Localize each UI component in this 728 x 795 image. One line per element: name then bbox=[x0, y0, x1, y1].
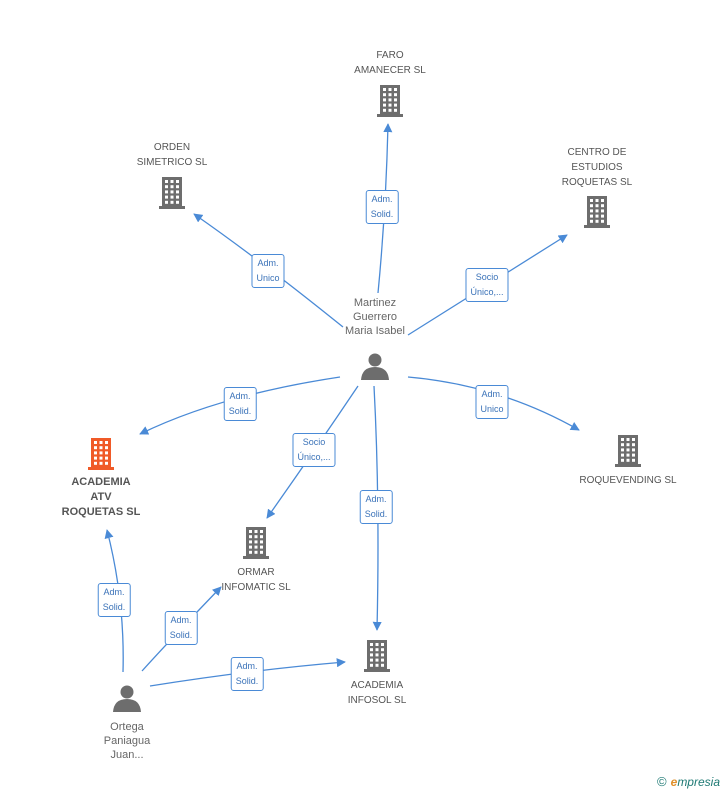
edge-label-line: Solid. bbox=[169, 630, 193, 640]
person-label-line: Martinez bbox=[353, 297, 397, 309]
edge-label-martinez-to-roquevending[interactable]: Adm. Unico bbox=[475, 385, 509, 419]
edge-label-ortega-to-infosol[interactable]: Adm. Solid. bbox=[230, 657, 264, 691]
company-label-line: SIMETRICO SL bbox=[136, 157, 208, 168]
company-label-academia-atv[interactable]: ACADEMIA ATV ROQUETAS SL bbox=[62, 475, 141, 520]
building-icon-academia-atv[interactable] bbox=[88, 438, 114, 470]
company-label-line: ESTUDIOS bbox=[571, 162, 623, 173]
company-label-line: ATV bbox=[90, 491, 112, 503]
brand-e-letter: e bbox=[670, 775, 678, 789]
edge-label-line: Adm. bbox=[371, 194, 393, 204]
company-label-line: ROQUETAS SL bbox=[61, 506, 141, 518]
building-icon-faro[interactable] bbox=[377, 85, 403, 117]
edge-label-line: Adm. bbox=[481, 389, 503, 399]
edge-label-line: Adm. bbox=[103, 587, 125, 597]
edge-label-line: Adm. bbox=[365, 494, 387, 504]
edge-label-line: Adm. bbox=[170, 615, 192, 625]
edge-label-martinez-to-infosol[interactable]: Adm. Solid. bbox=[359, 490, 393, 524]
company-label-line: INFOMATIC SL bbox=[221, 582, 291, 593]
person-label-line: Paniagua bbox=[103, 735, 151, 747]
edge-label-line: Solid. bbox=[370, 209, 394, 219]
person-label-line: Guerrero bbox=[352, 311, 398, 323]
edge-label-martinez-to-orden[interactable]: Adm. Unico bbox=[251, 254, 285, 288]
person-label-line: Maria Isabel bbox=[345, 325, 405, 337]
edge-label-line: Solid. bbox=[235, 676, 259, 686]
company-label-line: ORDEN bbox=[153, 142, 191, 153]
edge-label-line: Unico bbox=[480, 404, 504, 414]
company-label-line: ACADEMIA bbox=[71, 476, 131, 488]
edge-label-ortega-to-ormar[interactable]: Adm. Solid. bbox=[164, 611, 198, 645]
company-label-faro[interactable]: FARO AMANECER SL bbox=[354, 48, 426, 78]
copyright-mark: © bbox=[657, 774, 667, 789]
edge-label-line: Solid. bbox=[228, 406, 252, 416]
edge-label-martinez-to-faro[interactable]: Adm. Solid. bbox=[365, 190, 399, 224]
company-label-roquevending[interactable]: ROQUEVENDING SL bbox=[579, 473, 676, 488]
building-icon-centro[interactable] bbox=[584, 196, 610, 228]
edge-label-ortega-to-academia-atv[interactable]: Adm. Solid. bbox=[97, 583, 131, 617]
edge-label-line: Único,... bbox=[297, 452, 331, 462]
company-label-infosol[interactable]: ACADEMIA INFOSOL SL bbox=[348, 678, 407, 708]
building-icon-roquevending[interactable] bbox=[615, 435, 641, 467]
building-icon-infosol[interactable] bbox=[364, 640, 390, 672]
company-label-line: ORMAR bbox=[237, 567, 275, 578]
edge-label-line: Solid. bbox=[102, 602, 126, 612]
edge-label-line: Adm. bbox=[229, 391, 251, 401]
person-label-line: Juan... bbox=[110, 749, 144, 761]
edge-label-line: Adm. bbox=[236, 661, 258, 671]
person-label-line: Ortega bbox=[110, 721, 144, 733]
company-label-line: ACADEMIA bbox=[350, 680, 404, 691]
edge-label-line: Socio bbox=[475, 272, 499, 282]
building-icon-ormar[interactable] bbox=[243, 527, 269, 559]
edge-label-line: Único,... bbox=[470, 287, 504, 297]
company-label-line: CENTRO DE bbox=[567, 147, 627, 158]
company-label-centro[interactable]: CENTRO DE ESTUDIOS ROQUETAS SL bbox=[562, 145, 632, 190]
company-label-line: INFOSOL SL bbox=[347, 695, 407, 706]
edge-label-line: Socio bbox=[302, 437, 326, 447]
edge-label-martinez-to-academia-atv[interactable]: Adm. Solid. bbox=[223, 387, 257, 421]
building-icon-orden[interactable] bbox=[159, 177, 185, 209]
edge-label-line: Adm. bbox=[257, 258, 279, 268]
company-label-line: ROQUEVENDING SL bbox=[579, 475, 677, 486]
company-label-orden[interactable]: ORDEN SIMETRICO SL bbox=[137, 140, 208, 170]
empresia-brand: ©empresia bbox=[657, 774, 720, 789]
company-label-line: FARO bbox=[376, 50, 404, 61]
company-label-ormar[interactable]: ORMAR INFOMATIC SL bbox=[221, 565, 290, 595]
person-icon-ortega[interactable] bbox=[113, 685, 141, 713]
company-label-line: ROQUETAS SL bbox=[561, 177, 633, 188]
brand-name: mpresia bbox=[677, 775, 720, 789]
edge-label-line: Unico bbox=[256, 273, 280, 283]
edge-label-line: Solid. bbox=[364, 509, 388, 519]
company-label-line: AMANECER SL bbox=[354, 65, 426, 76]
person-icon-martinez[interactable] bbox=[361, 353, 389, 381]
